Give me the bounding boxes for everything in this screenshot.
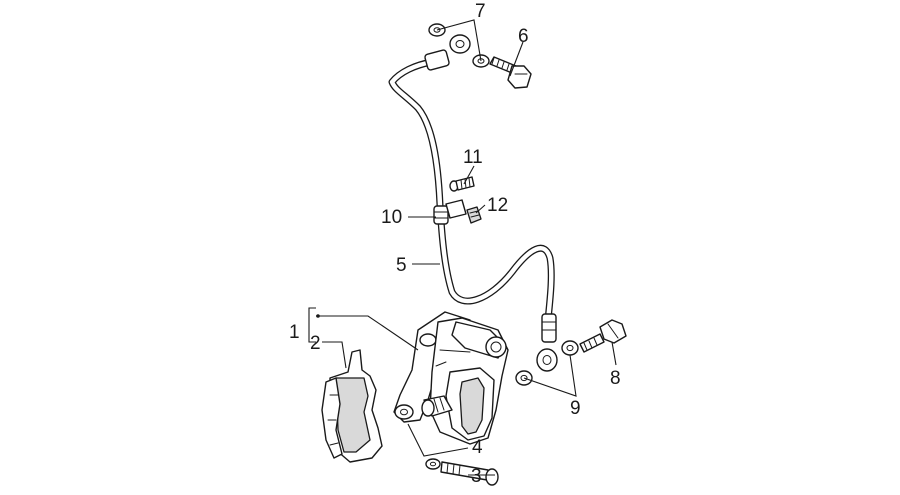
label-6: 6 [518, 26, 529, 47]
label-3: 3 [471, 466, 482, 487]
lower-hose-fitting [536, 313, 558, 372]
caliper-washer [425, 458, 441, 470]
label-4: 4 [472, 437, 483, 458]
leader-lines [308, 19, 617, 476]
upper-banjo-fitting [424, 34, 471, 71]
banjo-bolt-lower [579, 319, 627, 353]
label-8: 8 [610, 368, 621, 389]
leader-2 [322, 341, 347, 369]
leader-7 [436, 19, 482, 62]
label-9: 9 [570, 398, 581, 419]
caliper-bolt [440, 461, 499, 486]
leader-8 [611, 341, 617, 366]
label-5: 5 [396, 255, 407, 276]
banjo-bolt-upper [489, 56, 532, 89]
label-11: 11 [463, 147, 483, 168]
washer-lower-left [515, 370, 533, 386]
callout-labels: 7 6 11 12 10 5 1 2 9 8 4 3 [289, 1, 621, 487]
label-2: 2 [310, 333, 321, 354]
label-7: 7 [475, 1, 486, 22]
washer-lower-right [561, 340, 579, 356]
leader-6 [509, 41, 524, 77]
brake-caliper [393, 311, 509, 445]
brake-pads [321, 349, 383, 463]
label-12: 12 [487, 195, 508, 216]
brake-hose [388, 58, 555, 324]
leader-dot [316, 314, 320, 318]
leader-9 [523, 354, 577, 397]
leader-11 [463, 165, 475, 185]
label-1: 1 [289, 322, 300, 343]
clamp-screw [449, 176, 475, 192]
hose-clamp [433, 199, 467, 225]
leader-12 [475, 204, 486, 214]
label-10: 10 [381, 207, 402, 228]
leader-1-bracket [308, 307, 316, 343]
clamp-nut [466, 206, 482, 224]
leader-4 [407, 423, 469, 457]
leader-1-to-caliper [316, 315, 419, 351]
